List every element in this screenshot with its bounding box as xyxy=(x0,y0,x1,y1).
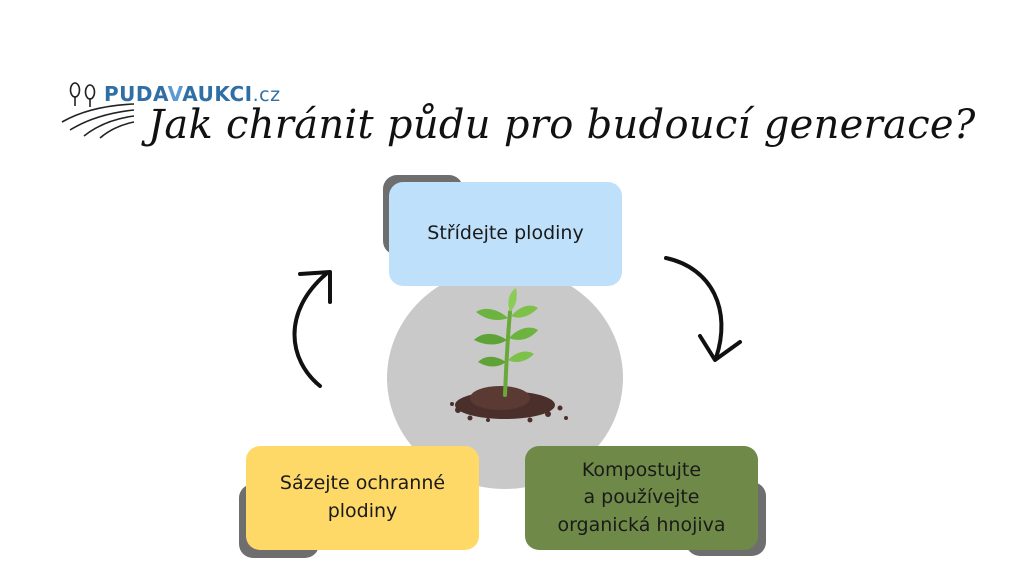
logo-part-aukci: AUKCI xyxy=(182,82,253,106)
brand-logo: PUDAVAUKCI.cz xyxy=(60,78,320,140)
step-label: Kompostujte a používejte organická hnoji… xyxy=(557,458,726,536)
logo-part-domain: .cz xyxy=(252,84,281,106)
plant-sprout-in-soil-icon xyxy=(450,288,568,423)
page-title: Jak chránit půdu pro budoucí generace? xyxy=(148,102,976,148)
step-card-compost: Kompostujte a používejte organická hnoji… xyxy=(525,446,758,550)
logo-wordmark: PUDAVAUKCI.cz xyxy=(104,82,281,106)
step-label: Střídejte plodiny xyxy=(427,222,584,245)
step-label: Sázejte ochranné plodiny xyxy=(279,472,446,522)
field-trees-icon xyxy=(61,82,135,139)
step-card-cover-crops: Sázejte ochranné plodiny xyxy=(246,446,479,550)
cycle-arrow-left-icon xyxy=(292,270,332,388)
cycle-arrow-right-icon xyxy=(664,256,742,362)
logo-part-v: V xyxy=(167,82,183,106)
logo-part-puda: PUDA xyxy=(104,82,168,106)
step-card-rotate-crops: Střídejte plodiny xyxy=(389,182,622,286)
